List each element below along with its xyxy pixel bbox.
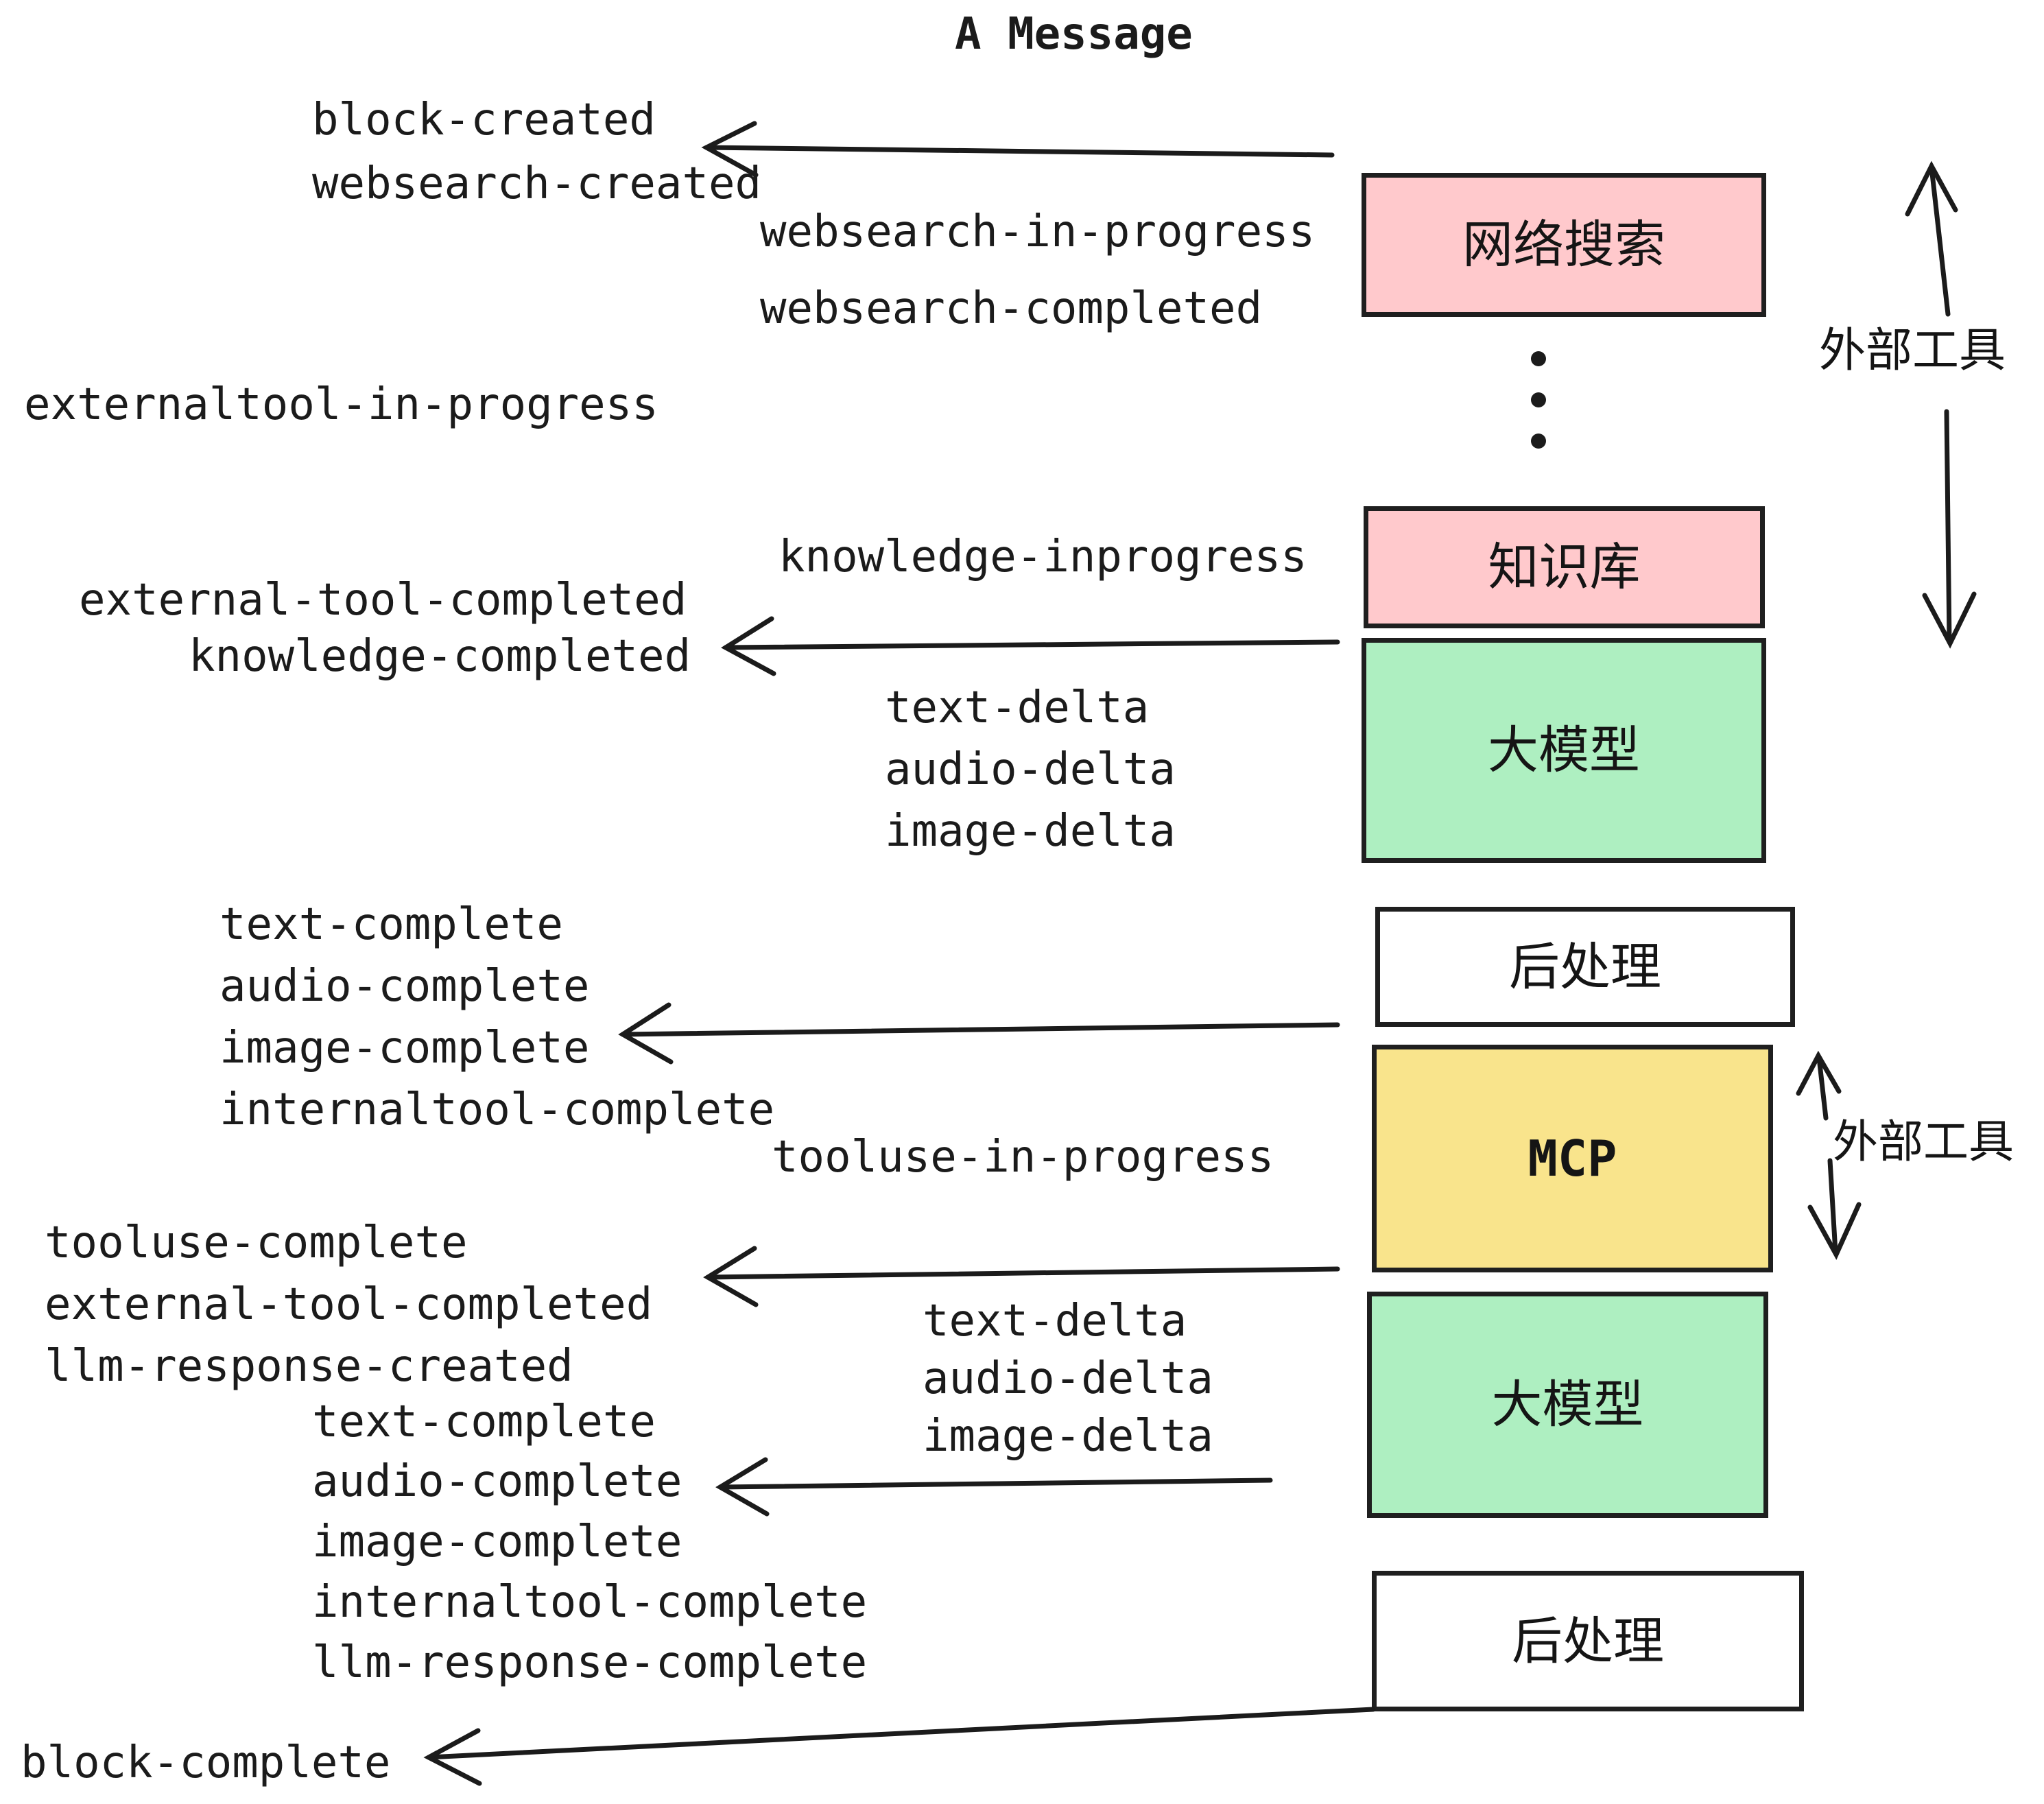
event-externaltool-in-progress: externaltool-in-progress [24, 379, 658, 430]
external-tools-label-top: 外部工具 [1819, 324, 2006, 378]
event-image-complete-1: image-complete [219, 1023, 590, 1073]
external-tools-top-up-arrow-line [1929, 165, 1951, 317]
event-external-tool-completed: external-tool-completed [79, 575, 687, 626]
event-knowledge-inprogress: knowledge-inprogress [779, 532, 1307, 582]
diagram-title: A Message [955, 9, 1193, 60]
box-llm-2-label: 大模型 [1491, 1375, 1644, 1434]
event-websearch-created: websearch-created [312, 158, 762, 209]
box-knowledge: 知识库 [1364, 506, 1765, 628]
external-tools-bottom-up-arrow-line [1816, 1055, 1829, 1121]
event-text-complete-2: text-complete [312, 1397, 656, 1447]
external-tools-label-bottom: 外部工具 [1833, 1115, 2014, 1168]
event-audio-complete-2: audio-complete [312, 1456, 682, 1507]
box-llm-1-label: 大模型 [1488, 721, 1640, 780]
box-knowledge-label: 知识库 [1488, 538, 1641, 597]
event-block-created: block-created [312, 95, 656, 145]
box-llm-2: 大模型 [1367, 1292, 1768, 1518]
event-image-delta-1: image-delta [885, 806, 1176, 857]
event-image-delta-2: image-delta [923, 1411, 1213, 1462]
arrow-block-complete-line [426, 1707, 1376, 1760]
arrow-tooluse-complete-head-icon [703, 1246, 759, 1307]
box-websearch-label: 网络搜索 [1462, 215, 1665, 274]
event-audio-complete-1: audio-complete [219, 961, 590, 1012]
event-block-complete: block-complete [21, 1737, 391, 1788]
arrow-complete-2-head-icon [715, 1457, 770, 1517]
event-websearch-in-progress: websearch-in-progress [760, 206, 1316, 257]
box-postprocess-1-label: 后处理 [1509, 937, 1661, 997]
arrow-knowledge-completed-head-icon [721, 616, 776, 676]
event-knowledge-completed: knowledge-completed [189, 631, 691, 682]
event-internaltool-complete-2: internaltool-complete [312, 1577, 868, 1628]
event-text-delta-1: text-delta [885, 683, 1150, 733]
box-mcp: MCP [1372, 1045, 1773, 1272]
event-audio-delta-2: audio-delta [923, 1353, 1213, 1404]
arrow-complete-1-head-icon [618, 1002, 674, 1065]
arrow-complete-2-line [717, 1477, 1273, 1490]
event-llm-response-complete: llm-response-complete [312, 1637, 868, 1688]
external-tools-bottom-up-arrow-head-icon [1796, 1050, 1842, 1096]
external-tools-top-down-arrow-line [1944, 409, 1952, 645]
event-websearch-completed: websearch-completed [760, 283, 1263, 334]
external-tools-top-up-arrow-head-icon [1905, 161, 1958, 217]
box-postprocess-2-label: 后处理 [1512, 1611, 1664, 1671]
event-tooluse-complete: tooluse-complete [45, 1218, 468, 1268]
arrow-tooluse-complete-line [705, 1266, 1340, 1280]
box-websearch: 网络搜索 [1362, 173, 1766, 317]
event-internaltool-complete-1: internaltool-complete [219, 1084, 775, 1135]
arrow-websearch-created-line [704, 145, 1335, 158]
arrow-complete-1-line [620, 1022, 1340, 1037]
box-llm-1: 大模型 [1362, 638, 1766, 863]
event-audio-delta-1: audio-delta [885, 744, 1176, 795]
arrow-block-complete-head-icon [423, 1728, 482, 1786]
ellipsis-icon [1531, 351, 1546, 449]
external-tools-top-down-arrow-head-icon [1922, 591, 1977, 649]
event-text-complete-1: text-complete [219, 899, 563, 950]
external-tools-bottom-down-arrow-line [1827, 1158, 1838, 1255]
box-postprocess-2: 后处理 [1372, 1571, 1804, 1711]
event-image-complete-2: image-complete [312, 1517, 682, 1567]
box-mcp-label: MCP [1528, 1130, 1617, 1187]
event-llm-response-created: llm-response-created [45, 1341, 573, 1392]
event-external-tool-completed-2: external-tool-completed [45, 1279, 653, 1330]
event-text-delta-2: text-delta [923, 1296, 1187, 1346]
event-tooluse-in-progress: tooluse-in-progress [772, 1132, 1274, 1183]
arrow-knowledge-completed-line [723, 639, 1340, 650]
box-postprocess-1: 后处理 [1375, 907, 1795, 1027]
arrow-websearch-created-head-icon [701, 121, 759, 178]
external-tools-bottom-down-arrow-head-icon [1807, 1202, 1862, 1260]
